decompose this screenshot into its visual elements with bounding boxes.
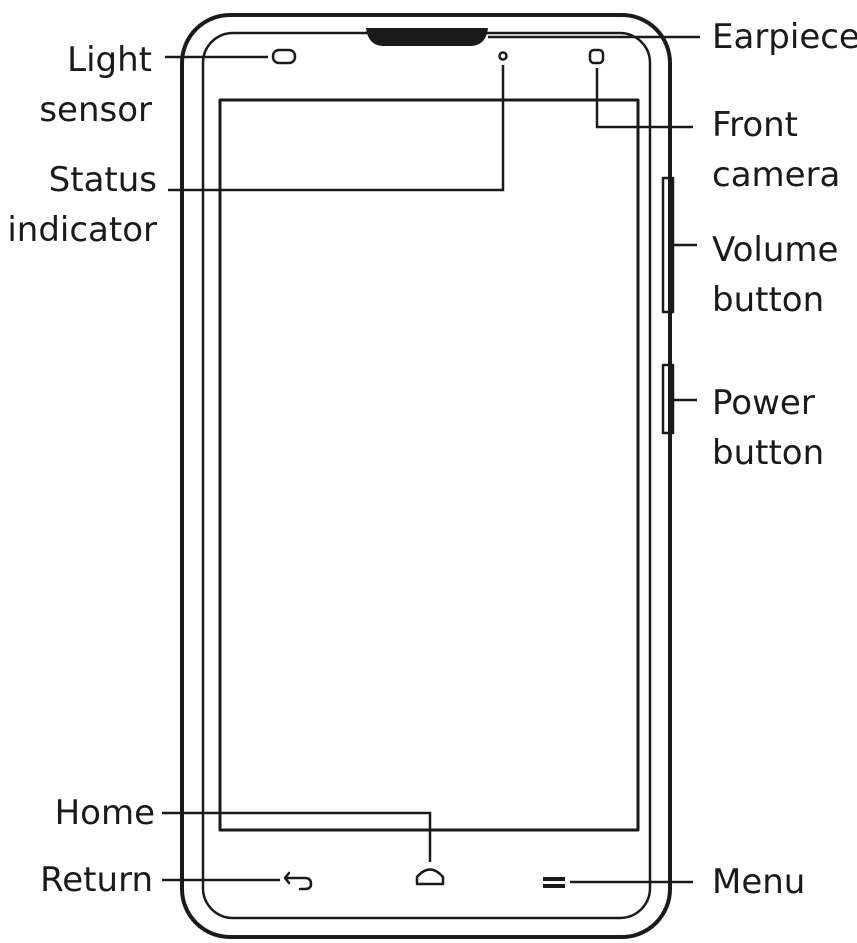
power-button-label-line1: Power <box>712 383 815 423</box>
status-indicator-label-line1: Status <box>48 160 157 200</box>
status-indicator-label-line2: indicator <box>7 210 157 250</box>
earpiece-icon <box>366 28 488 46</box>
status-indicator-label: Status indicator <box>7 155 157 255</box>
home-label-text: Home <box>54 793 155 833</box>
front-camera-label-line2: camera <box>712 155 841 195</box>
home-label: Home <box>55 788 155 838</box>
menu-label-text: Menu <box>712 862 806 902</box>
menu-key-icon <box>543 877 565 881</box>
volume-button-shape <box>661 176 675 314</box>
home-leader <box>162 811 432 862</box>
return-key-icon <box>283 871 313 891</box>
light-sensor-label-line2: sensor <box>39 90 152 130</box>
power-button-shape <box>661 363 675 435</box>
menu-label: Menu <box>712 857 805 907</box>
front-camera-label: Front camera <box>712 100 840 200</box>
light-sensor-label-line1: Light <box>67 40 152 80</box>
return-label: Return <box>40 855 153 905</box>
front-camera-label-line1: Front <box>712 105 798 145</box>
front-camera-icon <box>588 48 605 65</box>
light-sensor-label: Light sensor <box>39 35 152 135</box>
status-indicator-icon <box>498 51 508 61</box>
menu-key-icon-lower <box>543 884 565 888</box>
volume-button-label-line1: Volume <box>712 230 839 270</box>
power-button-label-line2: button <box>712 433 825 473</box>
volume-button-label: Volume button <box>712 225 838 325</box>
screen <box>218 98 640 832</box>
front-camera-leader <box>595 68 693 129</box>
phone-inner-frame <box>201 31 652 920</box>
earpiece-label: Earpiece <box>712 12 857 62</box>
light-sensor-icon <box>271 48 297 65</box>
status-indicator-leader <box>168 65 505 192</box>
phone-outer-frame <box>180 13 672 939</box>
volume-button-label-line2: button <box>712 280 825 320</box>
home-key-icon <box>415 868 445 886</box>
earpiece-label-text: Earpiece <box>712 17 857 57</box>
power-button-label: Power button <box>712 378 824 478</box>
return-label-text: Return <box>40 860 153 900</box>
